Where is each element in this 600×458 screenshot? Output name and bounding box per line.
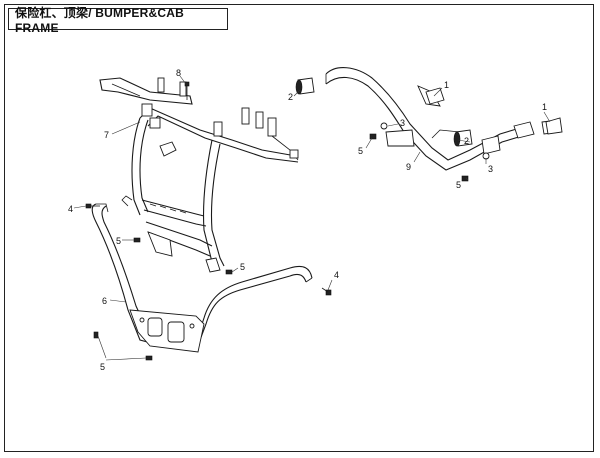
bolt-8 [184,81,190,100]
callout-1-b: 1 [542,102,547,112]
title-box: 保险杠、顶梁/ BUMPER&CAB FRAME [8,6,228,35]
callout-4-right: 4 [334,270,339,280]
callout-5-d: 5 [358,146,363,156]
bushing-2a [295,77,315,95]
callout-7: 7 [104,130,109,140]
leader-lines [73,75,551,361]
nuts-5 [93,133,469,361]
callout-3-b: 3 [488,164,493,174]
callout-6: 6 [102,296,107,306]
callout-9: 9 [406,162,411,172]
front-bumper [91,203,313,353]
cab-frame [99,77,299,273]
callout-8: 8 [176,68,181,78]
callout-3-a: 3 [400,118,405,128]
diagram-title: 保险杠、顶梁/ BUMPER&CAB FRAME [15,5,184,35]
bolt-4-right [321,287,332,296]
callout-2-b: 2 [464,136,469,146]
callout-4-left: 4 [68,204,73,214]
sheet-border [4,4,594,452]
callout-1-a: 1 [444,80,449,90]
callout-5-e: 5 [456,180,461,190]
callout-5-a: 5 [116,236,121,246]
callout-5-b: 5 [240,262,245,272]
callout-2-a: 2 [288,92,293,102]
bushing-2b [453,129,473,147]
callout-5-c: 5 [100,362,105,372]
